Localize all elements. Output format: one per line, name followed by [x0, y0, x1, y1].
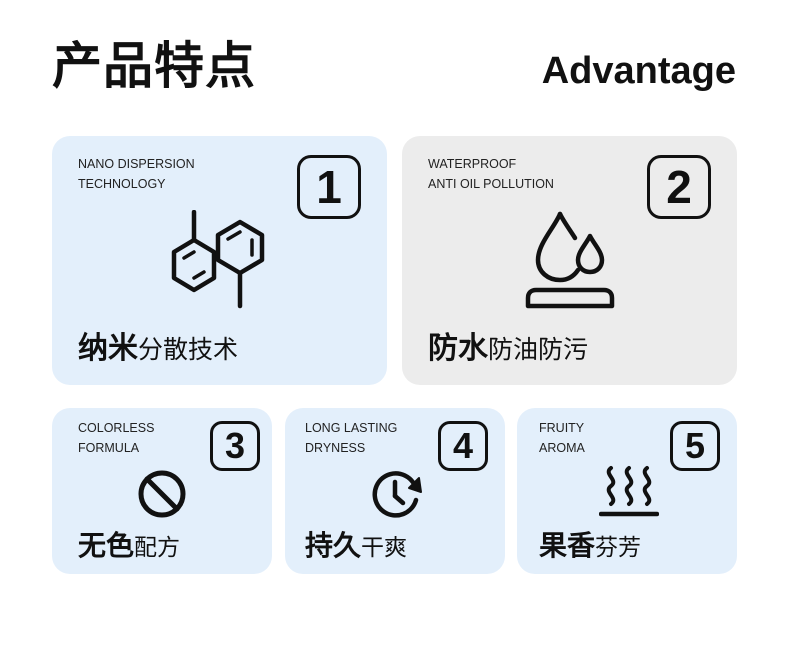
feature-number-badge: 5	[670, 421, 720, 471]
feature-card-colorless: COLORLESS FORMULA 3 无色配方	[52, 408, 272, 574]
molecule-icon	[171, 210, 265, 309]
feature-number-badge: 4	[438, 421, 488, 471]
feature-number-badge: 1	[297, 155, 361, 219]
feature-subtitle: FRUITY AROMA	[539, 421, 585, 455]
feature-card-long-lasting: LONG LASTING DRYNESS 4 持久干爽	[285, 408, 505, 574]
page-title-english: Advantage	[541, 50, 736, 92]
feature-label: 持久干爽	[305, 529, 408, 562]
feature-label: 果香芬芳	[539, 529, 642, 562]
feature-card-fruity-aroma: FRUITY AROMA 5 果香芬芳	[517, 408, 737, 574]
water-drops-icon	[525, 211, 615, 309]
feature-label: 无色配方	[78, 529, 181, 562]
feature-number-badge: 2	[647, 155, 711, 219]
aroma-steam-icon	[599, 466, 659, 517]
feature-subtitle: COLORLESS FORMULA	[78, 421, 155, 455]
feature-card-nano-dispersion: NANO DISPERSION TECHNOLOGY 1 纳米分散技术	[52, 136, 387, 385]
feature-label: 纳米分散技术	[78, 331, 239, 366]
feature-subtitle: LONG LASTING DRYNESS	[305, 421, 398, 455]
prohibited-icon	[138, 470, 186, 518]
feature-number-badge: 3	[210, 421, 260, 471]
feature-subtitle: WATERPROOF ANTI OIL POLLUTION	[428, 157, 554, 191]
clock-refresh-icon	[372, 471, 422, 518]
feature-subtitle: NANO DISPERSION TECHNOLOGY	[78, 157, 195, 191]
feature-label: 防水防油防污	[428, 331, 589, 366]
feature-card-waterproof: WATERPROOF ANTI OIL POLLUTION 2 防水防油防污	[402, 136, 737, 385]
page-title: 产品特点	[52, 37, 256, 95]
